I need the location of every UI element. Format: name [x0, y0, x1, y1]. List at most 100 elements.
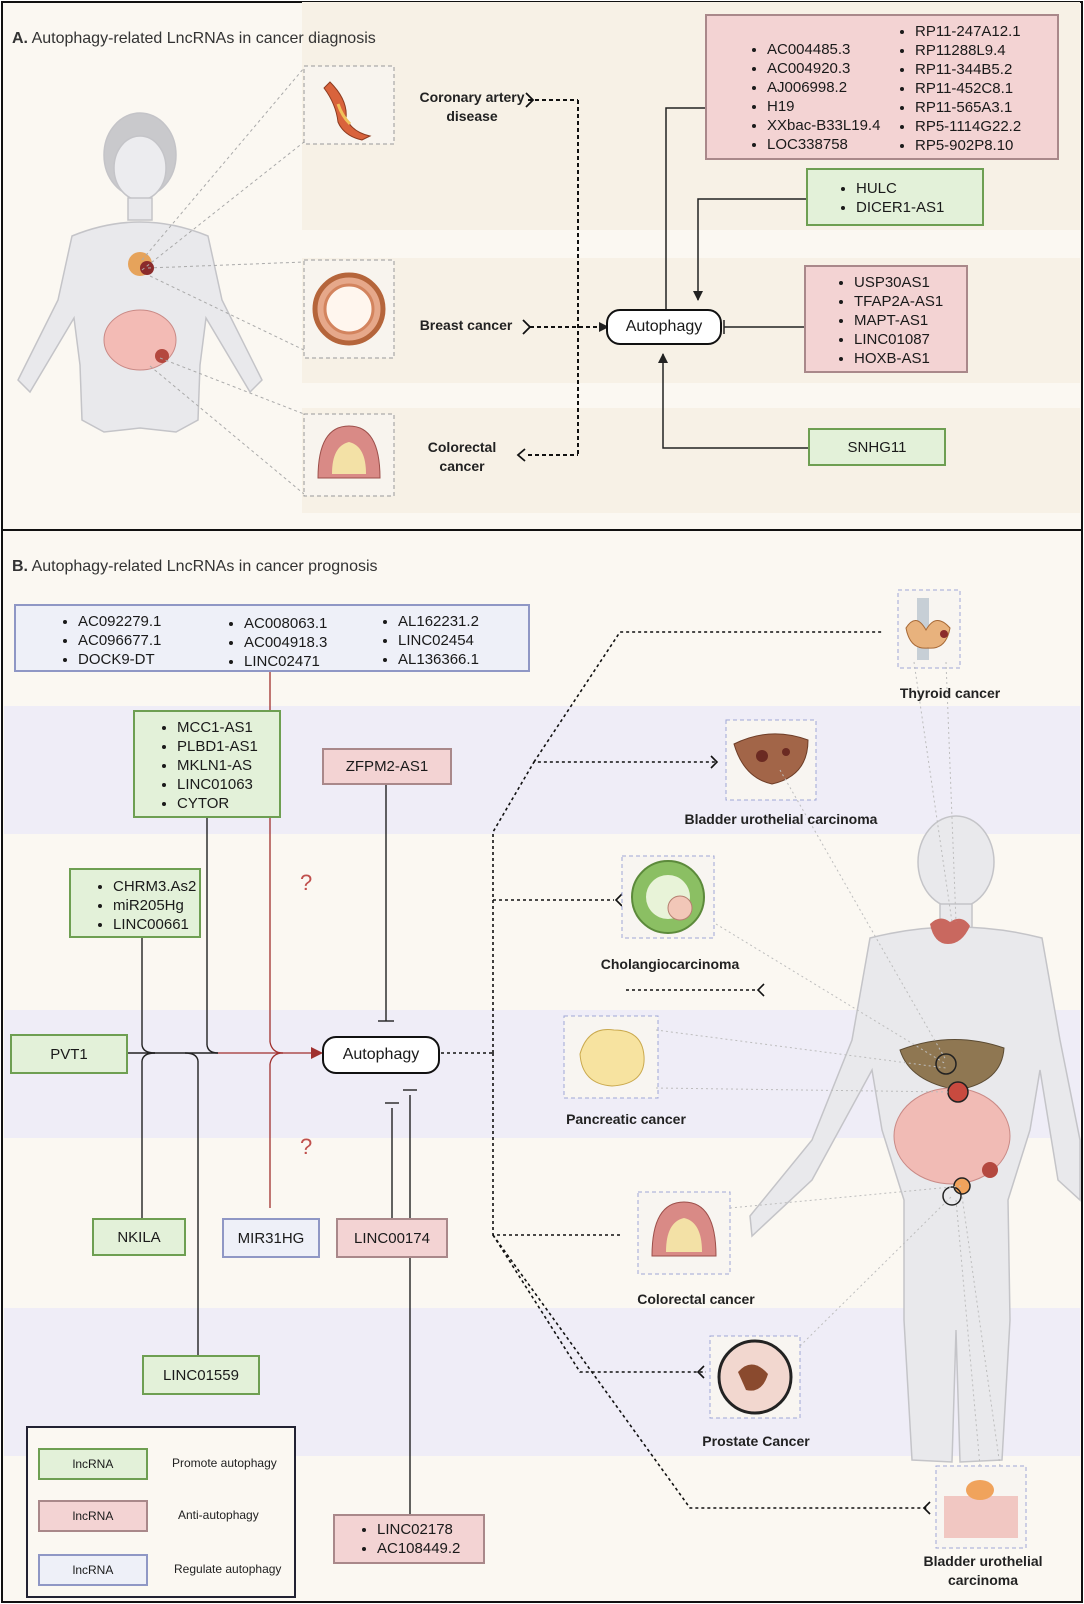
list-item: MAPT-AS1 [854, 311, 966, 330]
panel-b-dashed-connectors [441, 631, 928, 1509]
list-item: AC092279.1 [78, 612, 161, 631]
label-prostate-cancer: Prostate Cancer [702, 1433, 810, 1449]
colorectal-illustration-b [651, 1201, 717, 1257]
red-box-a-top: AC004485.3 AC004920.3 AJ006998.2 H19 XXb… [705, 14, 1059, 160]
woman-organs [103, 252, 177, 371]
list-item: MCC1-AS1 [177, 718, 279, 737]
list-item: DICER1-AS1 [856, 198, 982, 217]
list-item: LINC02471 [244, 652, 327, 671]
list-item: LINC01087 [854, 330, 966, 349]
red-box-zfpm2: ZFPM2-AS1 [322, 748, 452, 785]
panel-a-zoom-lines [141, 67, 305, 495]
list-item: HULC [856, 179, 982, 198]
pancreatic-illustration [579, 1029, 645, 1087]
panel-b-black-lines [128, 785, 417, 1525]
list-item: LINC02178 [377, 1520, 483, 1539]
green-box-a-1: HULC DICER1-AS1 [806, 168, 984, 226]
list-item: RP11288L9.4 [915, 41, 1021, 60]
list-item: LINC01063 [177, 775, 279, 794]
label-colorectal-cancer-b: Colorectal cancer [637, 1291, 755, 1307]
bile-duct-illustration [631, 860, 705, 934]
green-box-snhg11: SNHG11 [808, 428, 946, 466]
list-item: USP30AS1 [854, 273, 966, 292]
panel-a-dashed-connectors [528, 99, 609, 456]
list-item: TFAP2A-AS1 [854, 292, 966, 311]
list-item: LINC00661 [113, 915, 199, 934]
autophagy-node-b: Autophagy [322, 1036, 440, 1074]
panel-a-band-3 [302, 408, 1080, 513]
coronary-artery-illustration [323, 81, 372, 141]
list-item: CHRM3.As2 [113, 877, 199, 896]
label-breast-cancer: Breast cancer [419, 317, 513, 333]
panel-a-title: A. Autophagy-related LncRNAs in cancer d… [12, 30, 376, 47]
list-item: CYTOR [177, 794, 279, 813]
list-item: RP11-565A3.1 [915, 98, 1021, 117]
list-item: MKLN1-AS [177, 756, 279, 775]
panel-a-solid-connectors [658, 107, 808, 449]
blue-box-col-1: AC092279.1 AC096677.1 DOCK9-DT [56, 612, 161, 669]
list-item: AL136366.1 [398, 650, 479, 669]
list-item: LOC338758 [767, 135, 880, 154]
blue-box-col-2: AC008063.1 AC004918.3 LINC02471 [222, 614, 327, 671]
autophagy-node-a: Autophagy [606, 309, 722, 345]
question-mark-lower: ? [300, 1134, 313, 1159]
list-item: AL162231.2 [398, 612, 479, 631]
list-item: RP5-902P8.10 [915, 136, 1021, 155]
label-pancreatic-cancer: Pancreatic cancer [566, 1111, 686, 1127]
label-coronary-artery-disease: Coronary artery disease [419, 89, 525, 124]
green-box-pvt1: PVT1 [10, 1034, 128, 1074]
list-item: RP11-247A12.1 [915, 22, 1021, 41]
prostate-illustration [717, 1339, 793, 1415]
blue-box-mir31hg: MIR31HG [222, 1218, 320, 1258]
red-box-a-mid: USP30AS1 TFAP2A-AS1 MAPT-AS1 LINC01087 H… [804, 265, 968, 373]
thyroid-illustration [905, 598, 951, 660]
list-item: PLBD1-AS1 [177, 737, 279, 756]
red-box-a-top-right-list: RP11-247A12.1 RP11288L9.4 RP11-344B5.2 R… [893, 22, 1021, 155]
list-item: AC108449.2 [377, 1539, 483, 1558]
list-item: AC004920.3 [767, 59, 880, 78]
legend-box-promote: lncRNA [38, 1448, 148, 1480]
colorectal-illustration [317, 425, 381, 479]
green-box-mcc1: MCC1-AS1 PLBD1-AS1 MKLN1-AS LINC01063 CY… [133, 710, 281, 818]
list-item: HOXB-AS1 [854, 349, 966, 368]
list-item: DOCK9-DT [78, 650, 161, 669]
legend-box-anti: lncRNA [38, 1500, 148, 1532]
label-colorectal-cancer: Colorectal cancer [427, 439, 497, 474]
bladder-tissue-illustration [944, 1480, 1018, 1538]
label-thyroid-cancer: Thyroid cancer [899, 685, 1001, 701]
label-bladder-urothelial-carcinoma-1: Bladder urothelial carcinoma [684, 811, 878, 827]
legend-label-anti: Anti-autophagy [178, 1508, 259, 1522]
list-item: LINC02454 [398, 631, 479, 650]
red-box-bottom: LINC02178 AC108449.2 [333, 1514, 485, 1564]
red-box-linc00174: LINC00174 [336, 1218, 448, 1258]
panel-b-title: B. Autophagy-related LncRNAs in cancer p… [12, 558, 378, 575]
list-item: H19 [767, 97, 880, 116]
list-item: miR205Hg [113, 896, 199, 915]
green-box-chrm3: CHRM3.As2 miR205Hg LINC00661 [69, 868, 201, 938]
green-box-nkila: NKILA [92, 1218, 186, 1256]
legend-box-regulate: lncRNA [38, 1554, 148, 1586]
panel-b-chevrons [614, 755, 931, 1515]
blue-box-top: AC092279.1 AC096677.1 DOCK9-DT AC008063.… [14, 604, 530, 672]
panel-b-zoom-lines [655, 661, 1001, 1467]
label-cholangiocarcinoma: Cholangiocarcinoma [600, 956, 740, 972]
panel-a-chevrons [516, 92, 535, 462]
red-box-a-top-left-list: AC004485.3 AC004920.3 AJ006998.2 H19 XXb… [745, 40, 880, 154]
list-item: AC008063.1 [244, 614, 327, 633]
list-item: RP11-452C8.1 [915, 79, 1021, 98]
question-mark-upper: ? [300, 870, 313, 895]
label-bladder-urothelial-carcinoma-2: Bladder urothelial carcinoma [923, 1553, 1043, 1588]
blue-box-col-3: AL162231.2 LINC02454 AL136366.1 [376, 612, 479, 669]
list-item: AC004918.3 [244, 633, 327, 652]
breast-tissue-illustration [312, 272, 386, 346]
green-box-linc01559: LINC01559 [142, 1355, 260, 1395]
legend: lncRNA Promote autophagy lncRNA Anti-aut… [26, 1426, 296, 1598]
legend-label-promote: Promote autophagy [172, 1456, 277, 1470]
list-item: RP5-1114G22.2 [915, 117, 1021, 136]
list-item: XXbac-B33L19.4 [767, 116, 880, 135]
legend-label-regulate: Regulate autophagy [174, 1562, 282, 1576]
list-item: RP11-344B5.2 [915, 60, 1021, 79]
list-item: AC096677.1 [78, 631, 161, 650]
liver-illustration [733, 733, 809, 785]
